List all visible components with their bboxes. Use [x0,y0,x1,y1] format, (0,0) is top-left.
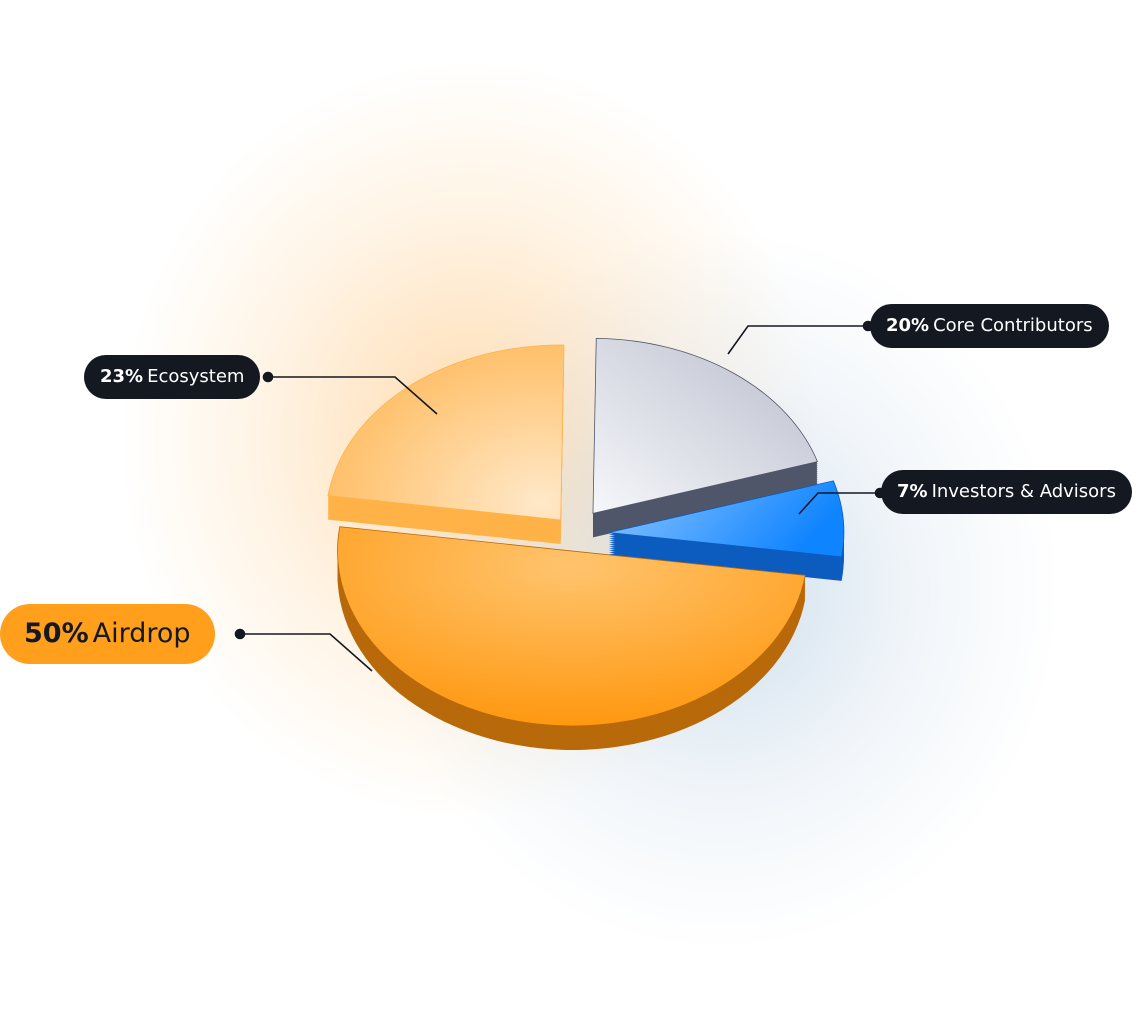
investors-name: Investors & Advisors [931,481,1116,502]
label-airdrop: 50%Airdrop [0,604,215,664]
label-ecosystem: 23%Ecosystem [84,355,261,399]
dot-ecosystem [262,371,274,383]
dot-airdrop [234,628,246,640]
leader-airdrop [240,633,373,672]
slice-ecosystem [327,344,565,521]
ecosystem-pct: 23% [100,366,144,387]
leader-core [727,325,868,355]
core-name: Core Contributors [933,315,1093,336]
investors-pct: 7% [897,481,928,502]
slice-investors-advisors [608,480,845,558]
label-core-contributors: 20%Core Contributors [870,304,1109,348]
leader-ecosystem [268,376,438,415]
leader-investors [798,492,880,515]
leader-lines [234,320,886,672]
ecosystem-name: Ecosystem [147,366,245,387]
slice-core-contributors [592,337,819,514]
label-investors-advisors: 7%Investors & Advisors [881,470,1132,514]
airdrop-pct: 50% [24,618,89,649]
airdrop-name: Airdrop [92,618,191,649]
slice-airdrop [337,526,806,727]
core-pct: 20% [886,315,930,336]
